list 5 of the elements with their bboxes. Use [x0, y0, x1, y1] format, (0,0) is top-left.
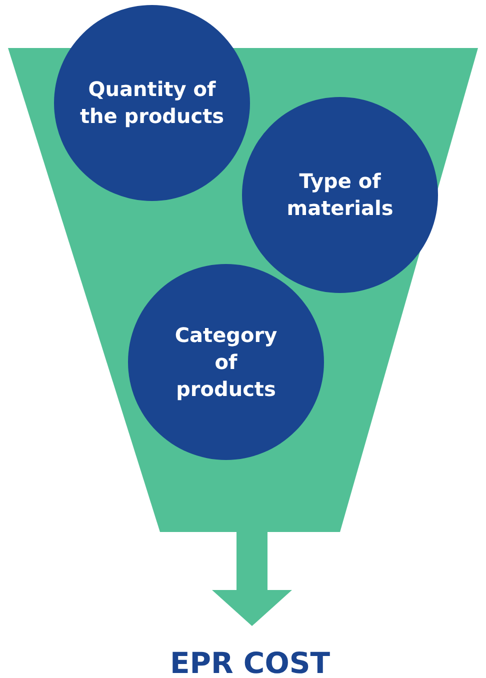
down-arrow: [212, 532, 292, 626]
circle-label: Category of products: [174, 322, 278, 402]
circle-label: Type of materials: [286, 168, 394, 222]
circle-label: Quantity of the products: [78, 76, 226, 130]
heading-text: EPR COST: [150, 645, 350, 678]
